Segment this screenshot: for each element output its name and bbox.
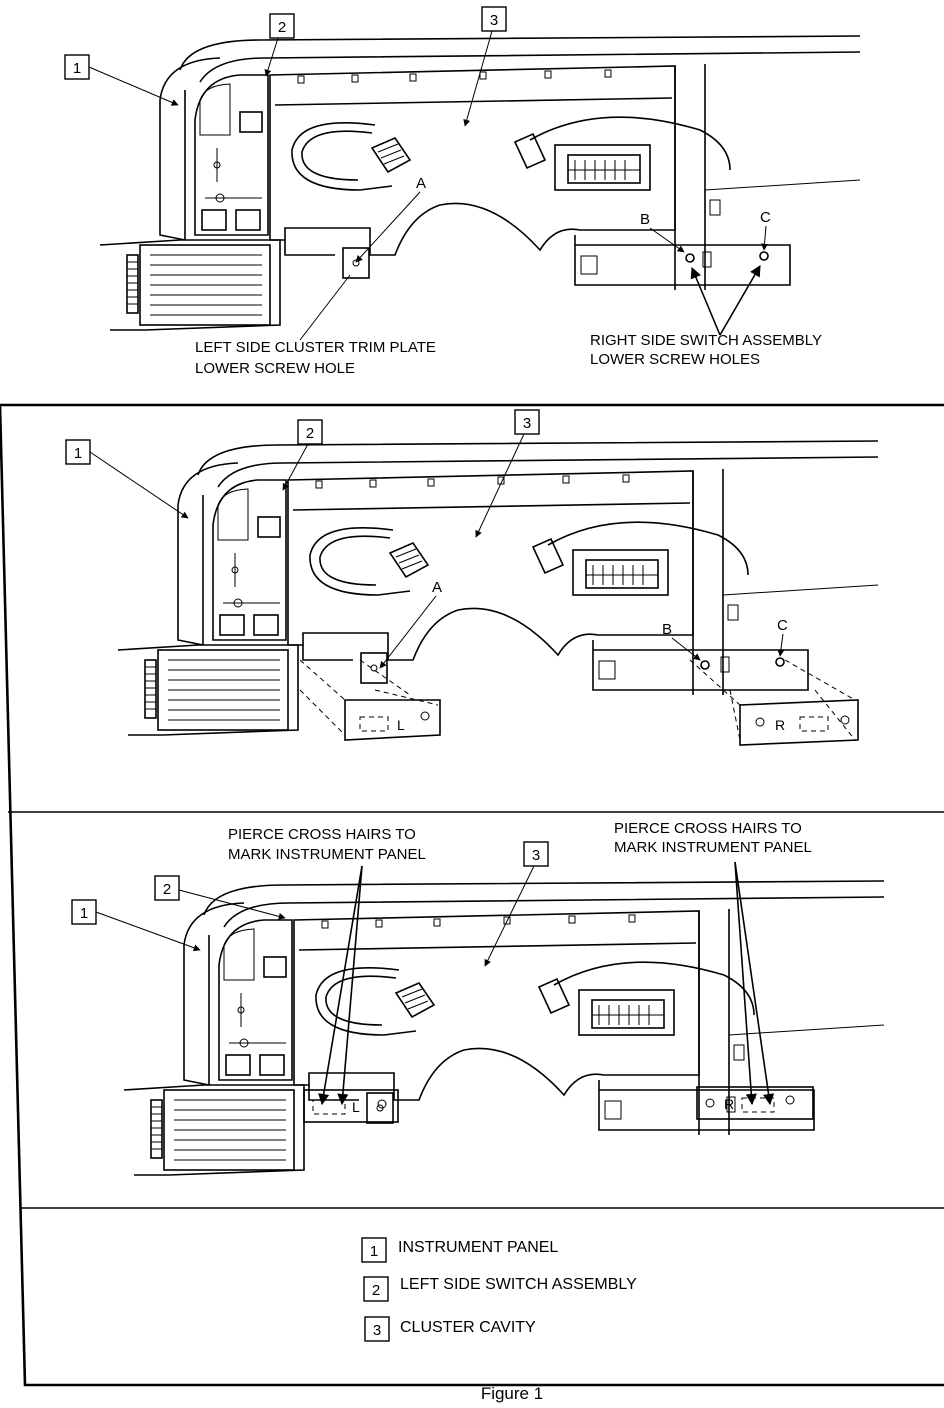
right-template-hole-2 [840,715,850,725]
instrument-panel-drawing-2 [117,440,879,736]
callout-3-leader [463,30,493,127]
callout-3-number: 3 [490,12,498,29]
left-pierce-arrow-1 [318,865,363,1106]
callout-1-leader-p2 [89,451,189,519]
legend-item-2-number: 2 [372,1282,380,1299]
left-note-line-2: LOWER SCREW HOLE [195,360,355,377]
label-c-p2: C [777,617,788,634]
right-template-installed-hole [705,1098,715,1108]
callout-3-leader-p2 [475,433,525,538]
left-template-installed-hole [377,1099,387,1109]
left-note-leader [299,274,351,341]
label-c-leader [761,225,769,251]
left-pierce-note-line-1: PIERCE CROSS HAIRS TO [228,826,416,843]
panel-3-diagram: 1 2 3 PIERCE CROSS HAIRS TO MARK INSTRUM… [71,820,885,1176]
figure-border [0,404,944,1387]
callout-3-box-p2 [514,409,540,435]
callout-2-box-p3 [154,875,180,901]
callout-3-number-p2: 3 [523,415,531,432]
screw-hole-b-p2 [700,660,710,670]
label-c-leader-p2 [777,633,785,657]
left-pierce-arrow-2 [337,865,363,1106]
right-template [739,699,859,746]
screw-hole-c-p2 [775,657,785,667]
right-pierce-note-line-2: MARK INSTRUMENT PANEL [614,839,812,856]
callout-2-leader-p2 [282,443,309,491]
right-template-installed [696,1086,814,1120]
callout-3-leader-p3 [484,865,535,967]
label-c: C [760,209,771,226]
callout-2-number-p2: 2 [306,425,314,442]
callout-2-leader-p3 [178,889,286,920]
right-template-installed-hole-2 [785,1095,795,1105]
panel-1-diagram: 1 2 3 A B C LEFT SIDE CLUSTER TRIM PLATE… [64,6,861,377]
right-pierce-arrow-2 [734,861,775,1106]
callout-1-leader [88,66,179,106]
right-note-line-2: LOWER SCREW HOLES [590,351,760,368]
label-b-leader [649,227,685,253]
instrument-panel-drawing-3 [123,880,885,1176]
left-template-projection [299,659,439,736]
left-template-installed-crosshair [312,1099,346,1115]
legend-item-1-box [361,1237,387,1263]
left-template-crosshair [359,716,389,732]
legend: 1 INSTRUMENT PANEL 2 LEFT SIDE SWITCH AS… [361,1237,637,1342]
left-template-installed-mark: L [352,1099,360,1115]
callout-3-box-p3 [523,841,549,867]
callout-2-box [269,13,295,39]
callout-1-number: 1 [73,60,81,77]
instrument-panel-drawing-1 [99,35,861,331]
left-template [344,699,441,741]
label-b-p2: B [662,621,672,638]
callout-1-leader-p3 [95,911,201,952]
right-template-projection [689,659,856,741]
left-template-hole [420,711,430,721]
callout-1-box [64,54,90,80]
label-a-p2: A [432,579,442,596]
legend-item-3-text: CLUSTER CAVITY [400,1319,536,1336]
right-template-installed-crosshair [741,1097,775,1113]
figure-caption: Figure 1 [481,1384,543,1403]
label-a-leader [355,191,421,263]
callout-3-box [481,6,507,32]
legend-item-3-box [364,1316,390,1342]
label-a-leader-p2 [379,595,437,669]
right-note-line-1: RIGHT SIDE SWITCH ASSEMBLY [590,332,822,349]
left-pierce-note-line-2: MARK INSTRUMENT PANEL [228,846,426,863]
right-note-arrow-b [690,266,721,336]
right-template-mark: R [775,717,785,733]
left-template-mark: L [397,717,405,733]
label-b: B [640,211,650,228]
left-template-installed [303,1089,399,1123]
right-template-crosshair [799,716,829,732]
legend-item-3-number: 3 [373,1322,381,1339]
right-pierce-arrow-1 [734,861,757,1106]
right-pierce-note-line-1: PIERCE CROSS HAIRS TO [614,820,802,837]
callout-1-number-p3: 1 [80,905,88,922]
label-b-leader-p2 [671,637,701,661]
callout-1-number-p2: 1 [74,445,82,462]
callout-2-leader [264,37,279,77]
screw-hole-c [759,251,769,261]
legend-item-2-text: LEFT SIDE SWITCH ASSEMBLY [400,1276,637,1293]
screw-hole-b [685,253,695,263]
callout-2-number: 2 [278,19,286,36]
right-template-installed-mark: R [724,1096,734,1112]
legend-item-2-box [363,1276,389,1302]
panel-2-diagram: 1 2 3 A B C L R [65,409,879,746]
label-a: A [416,175,426,192]
right-template-hole [755,717,765,727]
callout-2-number-p3: 2 [163,881,171,898]
callout-2-box-p2 [297,419,323,445]
left-note-line-1: LEFT SIDE CLUSTER TRIM PLATE [195,339,436,356]
right-note-arrow-c [719,265,761,336]
legend-item-1-number: 1 [370,1243,378,1260]
legend-item-1-text: INSTRUMENT PANEL [398,1239,558,1256]
callout-3-number-p3: 3 [532,847,540,864]
